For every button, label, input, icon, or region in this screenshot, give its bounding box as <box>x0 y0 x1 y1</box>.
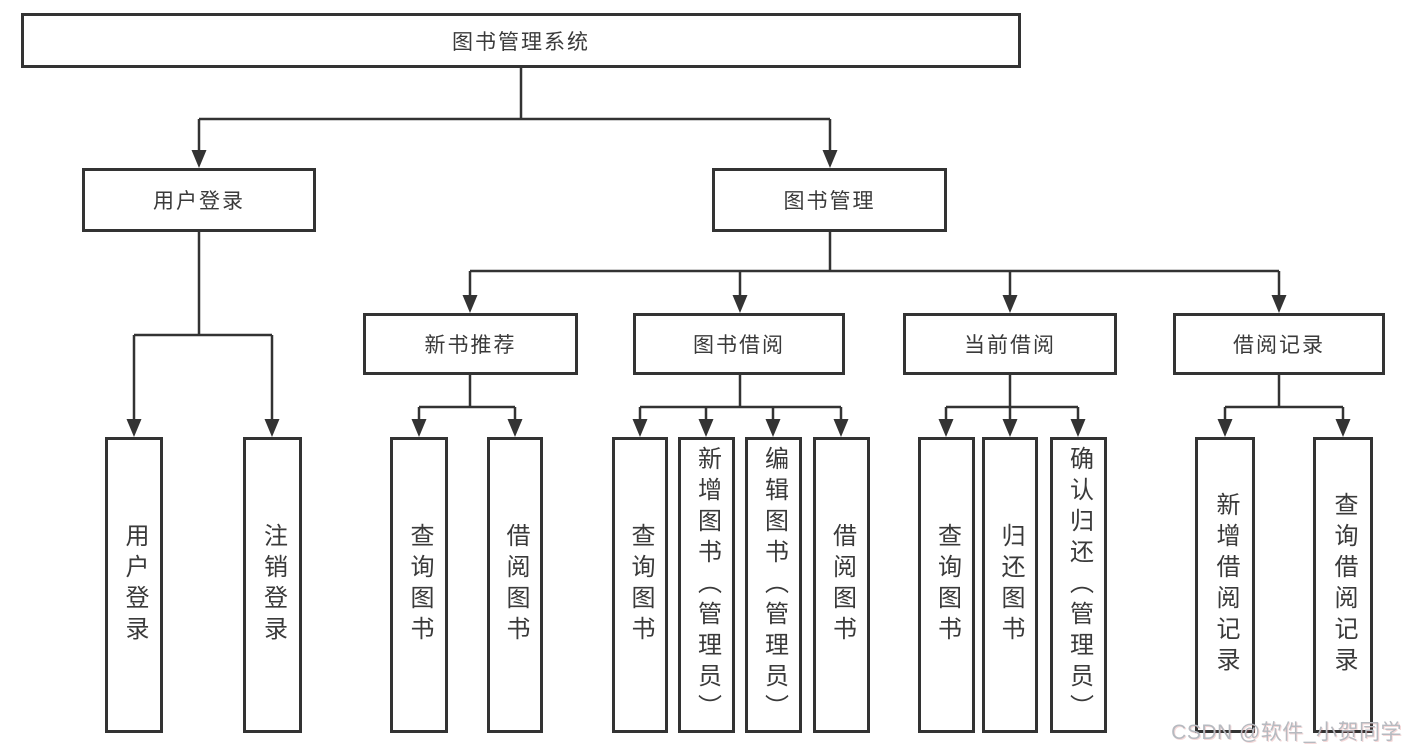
node-label: 借阅记录 <box>1233 334 1325 357</box>
leaf-label: 用户登录 <box>121 523 148 647</box>
node-label: 用户登录 <box>153 190 245 213</box>
leaf-logout: 注销登录 <box>243 437 302 733</box>
leaf-label: 确认归还（管理员） <box>1065 445 1093 725</box>
leaf-recommend-borrow-book: 借阅图书 <box>487 437 543 733</box>
leaf-label: 查询图书 <box>406 523 433 647</box>
node-current-borrowing: 当前借阅 <box>903 313 1117 375</box>
leaf-current-return-book: 归还图书 <box>982 437 1038 733</box>
node-user-login: 用户登录 <box>82 168 316 232</box>
leaf-recommend-query-book: 查询图书 <box>390 437 448 733</box>
leaf-label: 查询图书 <box>627 523 654 647</box>
node-label: 图书借阅 <box>693 334 785 357</box>
leaf-label: 查询图书 <box>933 523 961 647</box>
leaf-label: 新增图书（管理员） <box>693 445 721 725</box>
leaf-user-login: 用户登录 <box>105 437 163 733</box>
leaf-borrow-borrow-book: 借阅图书 <box>813 437 870 733</box>
leaf-label: 借阅图书 <box>828 523 856 647</box>
leaf-label: 归还图书 <box>997 523 1024 647</box>
node-library-management-system: 图书管理系统 <box>21 13 1021 68</box>
leaf-records-query-record: 查询借阅记录 <box>1313 437 1373 733</box>
leaf-label: 注销登录 <box>259 523 287 647</box>
node-book-borrowing: 图书借阅 <box>633 313 845 375</box>
node-new-book-recommend: 新书推荐 <box>363 313 578 375</box>
node-borrowing-records: 借阅记录 <box>1173 313 1385 375</box>
leaf-label: 编辑图书（管理员） <box>760 445 788 725</box>
leaf-label: 新增借阅记录 <box>1212 492 1239 678</box>
leaf-borrow-query-book: 查询图书 <box>612 437 668 733</box>
leaf-borrow-edit-book-admin: 编辑图书（管理员） <box>745 437 802 733</box>
leaf-current-query-book: 查询图书 <box>918 437 975 733</box>
node-label: 当前借阅 <box>964 334 1056 357</box>
csdn-watermark: CSDN @软件_小贺同学 <box>1171 721 1402 744</box>
node-label: 图书管理 <box>783 190 876 213</box>
node-label: 新书推荐 <box>424 334 517 357</box>
node-book-management: 图书管理 <box>712 168 947 232</box>
node-label: 图书管理系统 <box>452 30 590 54</box>
leaf-current-confirm-return-admin: 确认归还（管理员） <box>1050 437 1107 733</box>
leaf-borrow-add-book-admin: 新增图书（管理员） <box>678 437 735 733</box>
arrowhead-icons <box>126 150 1351 437</box>
leaf-label: 查询借阅记录 <box>1330 492 1357 678</box>
leaf-label: 借阅图书 <box>502 523 529 647</box>
leaf-records-add-record: 新增借阅记录 <box>1195 437 1255 733</box>
